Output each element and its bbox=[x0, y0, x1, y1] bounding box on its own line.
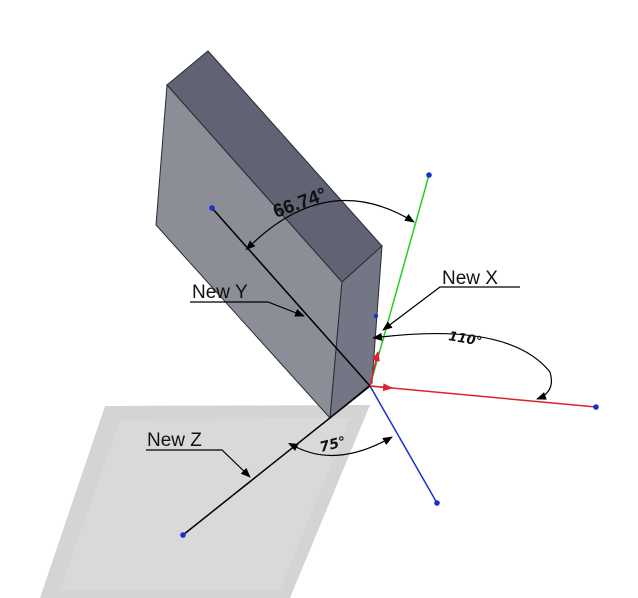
endpoint-red[interactable] bbox=[593, 404, 599, 410]
endpoint-y-line[interactable] bbox=[209, 205, 215, 211]
dimension-value-75: 75° bbox=[318, 434, 348, 456]
dimension-arc-110 bbox=[372, 332, 553, 400]
label-new-z: New Z bbox=[147, 430, 202, 451]
leader-new-x bbox=[382, 286, 520, 331]
leader-new-y bbox=[190, 301, 305, 317]
label-new-y: New Y bbox=[192, 282, 248, 303]
dimension-arc-75 bbox=[287, 436, 393, 456]
dimension-arc-66 bbox=[245, 199, 415, 251]
reference-line-z bbox=[182, 385, 371, 536]
shadow-plane-inner bbox=[60, 418, 350, 590]
axis-new-x-red bbox=[369, 385, 597, 408]
midpoint-marker[interactable] bbox=[373, 313, 379, 319]
triad-arrow-right bbox=[369, 383, 393, 392]
dimension-value-110: 110° bbox=[447, 329, 483, 350]
block-side-face bbox=[329, 244, 383, 420]
endpoint-z-line[interactable] bbox=[180, 532, 186, 538]
reference-line-y bbox=[211, 207, 371, 387]
endpoint-blue[interactable] bbox=[434, 500, 440, 506]
endpoint-green[interactable] bbox=[426, 172, 432, 178]
leader-new-z bbox=[146, 449, 251, 478]
axis-new-z bbox=[369, 385, 438, 504]
label-new-x: New X bbox=[442, 268, 498, 289]
